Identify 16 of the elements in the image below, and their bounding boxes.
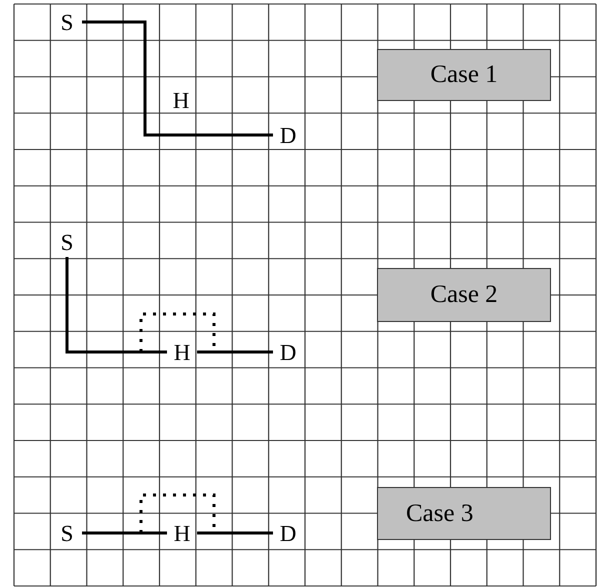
case-label-box: Case 2	[377, 268, 551, 322]
wire-line	[82, 532, 167, 534]
terminal-label: D	[273, 337, 303, 367]
wire-line	[197, 350, 273, 354]
wire-line	[197, 532, 273, 534]
terminal-label: D	[273, 120, 303, 150]
wire-line	[66, 257, 167, 354]
terminal-label: D	[273, 518, 303, 548]
case-label-box: Case 3	[377, 487, 551, 540]
terminal-label: S	[52, 227, 82, 257]
case-label-box: Case 1	[377, 49, 551, 101]
wire-line	[82, 20, 273, 136]
terminal-label: H	[167, 518, 197, 548]
terminal-label: S	[52, 7, 82, 37]
terminal-label: S	[52, 518, 82, 548]
terminal-label: H	[167, 337, 197, 367]
